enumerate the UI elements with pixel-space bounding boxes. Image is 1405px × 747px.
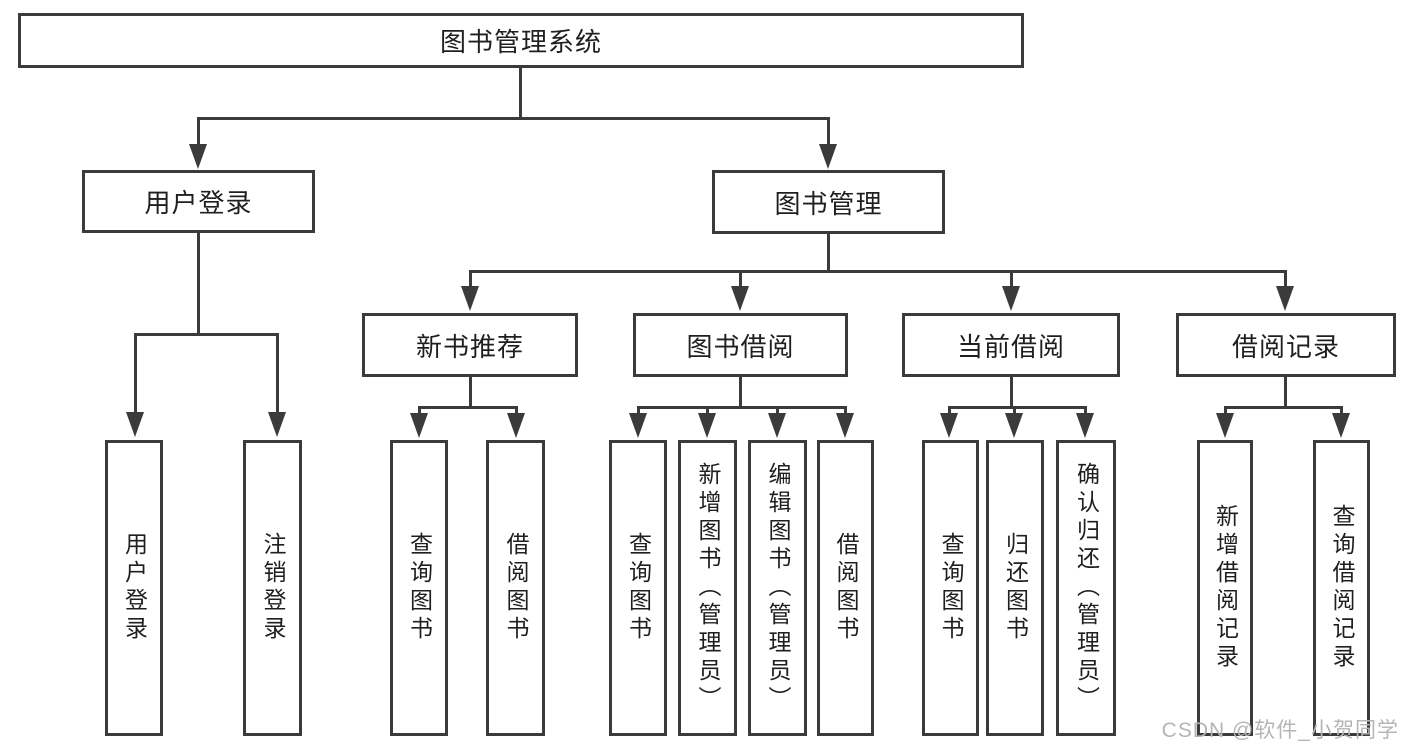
csdn-watermark: CSDN @软件_小贺同学 bbox=[1161, 719, 1399, 742]
node-library-management-system: 图书管理系统 bbox=[18, 13, 1024, 68]
node-label: 图书管理 bbox=[774, 188, 883, 219]
leaf-label: 查询图书 bbox=[625, 532, 652, 644]
node-book-borrow: 图书借阅 bbox=[633, 313, 848, 377]
connector-level2-bar bbox=[197, 117, 830, 120]
connector-borrowrecord-bar bbox=[1224, 406, 1343, 409]
connector-userlogin-bar bbox=[134, 333, 279, 336]
leaf-currentborrow-query-books: 查询图书 bbox=[922, 440, 979, 736]
leaf-label: 注销登录 bbox=[260, 532, 286, 644]
connector-bookborrow-stem bbox=[739, 375, 742, 408]
connector-cb-query-drop bbox=[948, 406, 951, 415]
connector-bb-borrow-drop bbox=[844, 406, 847, 415]
connector-bb-edit-drop bbox=[776, 406, 779, 415]
connector-newbook-stem bbox=[469, 375, 472, 408]
connector-bb-query-drop bbox=[637, 406, 640, 415]
arrow-to-bb-query bbox=[629, 413, 647, 438]
leaf-bookborrow-borrow-books: 借阅图书 bbox=[817, 440, 874, 736]
connector-leaf-logout-drop bbox=[276, 333, 279, 414]
node-label: 图书借阅 bbox=[686, 331, 795, 362]
connector-currentborrow-stem bbox=[1010, 375, 1013, 408]
connector-borrowrecord-stem bbox=[1284, 375, 1287, 408]
connector-cb-confirm-drop bbox=[1084, 406, 1087, 415]
arrow-to-br-add bbox=[1216, 413, 1234, 438]
connector-bookmgmt-stem bbox=[827, 232, 830, 272]
node-label: 新书推荐 bbox=[415, 331, 524, 362]
connector-newbook-drop bbox=[469, 270, 472, 288]
arrow-to-br-query bbox=[1332, 413, 1350, 438]
node-borrow-records: 借阅记录 bbox=[1176, 313, 1396, 377]
leaf-bookborrow-query-books: 查询图书 bbox=[609, 440, 667, 736]
connector-br-query-drop bbox=[1340, 406, 1343, 415]
arrow-to-borrowrecord bbox=[1276, 286, 1294, 311]
arrow-to-leaf-logout bbox=[268, 412, 286, 437]
node-book-management: 图书管理 bbox=[712, 170, 945, 234]
connector-nb-query-drop bbox=[418, 406, 421, 415]
leaf-label: 归还图书 bbox=[1002, 532, 1029, 644]
arrow-to-newbook bbox=[461, 286, 479, 311]
connector-bookborrow-drop bbox=[739, 270, 742, 288]
arrow-to-currentborrow bbox=[1002, 286, 1020, 311]
node-label: 图书管理系统 bbox=[439, 27, 602, 57]
leaf-label: 编辑图书（管理员） bbox=[765, 462, 791, 714]
leaf-logout: 注销登录 bbox=[243, 440, 302, 736]
connector-userlogin-drop bbox=[197, 117, 200, 146]
leaf-newbook-borrow-books: 借阅图书 bbox=[486, 440, 545, 736]
leaf-label: 查询借阅记录 bbox=[1329, 504, 1355, 672]
node-label: 借阅记录 bbox=[1231, 331, 1340, 362]
arrow-to-bb-add bbox=[698, 413, 716, 438]
leaf-label: 借阅图书 bbox=[503, 532, 529, 644]
arrow-to-nb-query bbox=[410, 413, 428, 438]
connector-newbook-bar bbox=[418, 406, 518, 409]
leaf-label: 确认归还（管理员） bbox=[1073, 462, 1100, 714]
arrow-to-nb-borrow bbox=[507, 413, 525, 438]
leaf-bookborrow-add-books-admin: 新增图书（管理员） bbox=[678, 440, 737, 736]
connector-currentborrow-drop bbox=[1010, 270, 1013, 288]
node-current-borrow: 当前借阅 bbox=[902, 313, 1120, 377]
leaf-records-query-borrow-record: 查询借阅记录 bbox=[1313, 440, 1370, 736]
leaf-label: 用户登录 bbox=[121, 532, 148, 644]
arrow-to-cb-confirm bbox=[1076, 413, 1094, 438]
connector-bookborrow-bar bbox=[637, 406, 847, 409]
leaf-currentborrow-confirm-return-admin: 确认归还（管理员） bbox=[1056, 440, 1116, 736]
arrow-to-bb-borrow bbox=[836, 413, 854, 438]
connector-cb-return-drop bbox=[1013, 406, 1016, 415]
connector-leaf-userlogin-drop bbox=[134, 333, 137, 414]
leaf-label: 查询图书 bbox=[938, 532, 964, 644]
connector-currentborrow-bar bbox=[948, 406, 1086, 409]
leaf-label: 查询图书 bbox=[406, 532, 433, 644]
leaf-newbook-query-books: 查询图书 bbox=[390, 440, 448, 736]
arrow-to-bookborrow bbox=[731, 286, 749, 311]
connector-bookmgmt-drop bbox=[827, 117, 830, 146]
arrow-to-userlogin bbox=[189, 144, 207, 169]
arrow-to-cb-query bbox=[940, 413, 958, 438]
leaf-label: 新增图书（管理员） bbox=[695, 462, 721, 714]
arrow-to-leaf-userlogin bbox=[126, 412, 144, 437]
connector-userlogin-stem bbox=[197, 231, 200, 335]
connector-borrowrecord-drop bbox=[1284, 270, 1287, 288]
connector-nb-borrow-drop bbox=[515, 406, 518, 415]
node-label: 当前借阅 bbox=[956, 331, 1065, 362]
node-new-book-recommend: 新书推荐 bbox=[362, 313, 578, 377]
leaf-label: 借阅图书 bbox=[833, 532, 859, 644]
connector-root-stem bbox=[519, 66, 522, 118]
node-label: 用户登录 bbox=[144, 188, 253, 218]
leaf-label: 新增借阅记录 bbox=[1212, 504, 1239, 672]
leaf-records-add-borrow-record: 新增借阅记录 bbox=[1197, 440, 1253, 736]
leaf-user-login: 用户登录 bbox=[105, 440, 163, 736]
connector-bb-add-drop bbox=[706, 406, 709, 415]
connector-level3-bar bbox=[469, 270, 1287, 273]
arrow-to-cb-return bbox=[1005, 413, 1023, 438]
arrow-to-bookmgmt bbox=[819, 144, 837, 169]
arrow-to-bb-edit bbox=[768, 413, 786, 438]
leaf-currentborrow-return-books: 归还图书 bbox=[986, 440, 1044, 736]
connector-br-add-drop bbox=[1224, 406, 1227, 415]
leaf-bookborrow-edit-books-admin: 编辑图书（管理员） bbox=[748, 440, 807, 736]
node-user-login: 用户登录 bbox=[82, 170, 315, 233]
